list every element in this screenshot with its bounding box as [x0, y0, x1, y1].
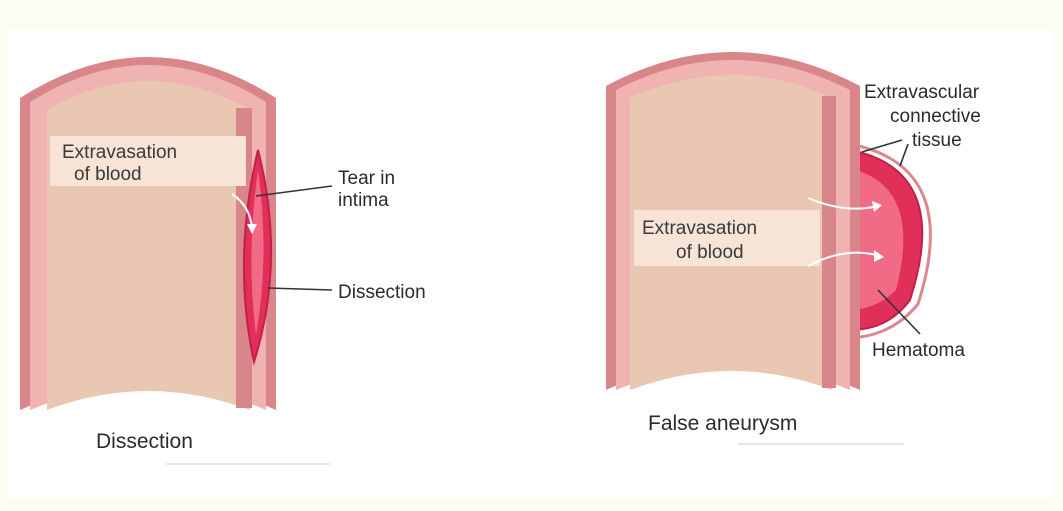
dissection-caption: Dissection [96, 430, 193, 453]
dissection-label: Dissection [338, 282, 426, 303]
tear-label-line1: Tear in [338, 168, 395, 189]
vessel-lumen-left [47, 81, 250, 410]
false-aneurysm-caption: False aneurysm [648, 412, 797, 435]
connective-label-line1: Extravascular [864, 82, 980, 103]
vessel-intima-right [822, 96, 836, 388]
extravasation-label-left-line1: Extravasation [62, 142, 177, 163]
connective-label-line3: tissue [912, 130, 962, 151]
connective-label-line2: connective [890, 106, 981, 127]
tear-label-line2: intima [338, 190, 389, 211]
extravasation-label-right-line1: Extravasation [642, 218, 757, 239]
extravasation-label-right-line2: of blood [676, 242, 744, 263]
extravasation-label-left-line2: of blood [74, 164, 142, 185]
hematoma-label: Hematoma [872, 340, 965, 361]
